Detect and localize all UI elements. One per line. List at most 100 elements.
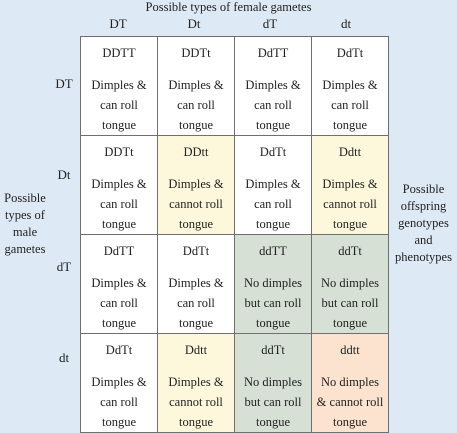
phenotype-line: can roll (100, 197, 138, 211)
punnett-cell: DdTt Dimples & can roll tongue (157, 234, 235, 334)
phenotype-line: No dimples (321, 276, 379, 290)
cell-phenotype: Dimples & can roll tongue (81, 273, 157, 333)
female-gamete-header-4: dt (340, 16, 352, 31)
cell-genotype: DdTT (103, 244, 135, 258)
male-gametes-label-line: male (12, 225, 38, 239)
offspring-label-line: and (414, 233, 433, 247)
punnett-row: DdTT Dimples & can roll tongue DdTt Dimp… (80, 234, 389, 334)
punnett-cell: DDTt Dimples & can roll tongue (80, 135, 158, 235)
punnett-cell: DDtt Dimples & cannot roll tongue (157, 135, 235, 235)
cell-phenotype: Dimples & can roll tongue (81, 75, 157, 135)
phenotype-line: Dimples & (91, 78, 147, 92)
cell-genotype: DDTt (181, 46, 211, 60)
phenotype-line: Dimples & (168, 177, 224, 191)
phenotype-line: can roll (254, 98, 292, 112)
phenotype-line: Dimples & (91, 375, 147, 389)
phenotype-line: tongue (332, 415, 368, 429)
punnett-cell: Ddtt Dimples & cannot roll tongue (311, 135, 389, 235)
phenotype-line: tongue (332, 316, 368, 330)
cell-phenotype: Dimples & can roll tongue (158, 75, 234, 135)
male-gamete-header-1: DT (55, 76, 73, 91)
phenotype-line: tongue (255, 217, 291, 231)
phenotype-line: Dimples & (245, 78, 301, 92)
phenotype-line: tongue (101, 316, 137, 330)
phenotype-line: Dimples & (168, 276, 224, 290)
phenotype-line: can roll (177, 98, 215, 112)
phenotype-line: cannot roll (323, 197, 377, 211)
phenotype-line: can roll (100, 98, 138, 112)
phenotype-line: tongue (178, 118, 214, 132)
phenotype-line: can roll (331, 98, 369, 112)
cell-phenotype: No dimples but can roll tongue (235, 273, 311, 333)
cell-genotype: DDTt (104, 145, 134, 159)
phenotype-line: tongue (101, 118, 137, 132)
punnett-cell: ddTt No dimples but can roll tongue (311, 234, 389, 334)
phenotype-line: but can roll (321, 296, 379, 310)
phenotype-line: can roll (100, 395, 138, 409)
cell-genotype: DdTt (336, 46, 364, 60)
male-gametes-label: Possible types of male gametes (0, 190, 50, 258)
cell-phenotype: Dimples & can roll tongue (158, 273, 234, 333)
punnett-cell: ddTT No dimples but can roll tongue (234, 234, 312, 334)
phenotype-line: cannot roll (169, 395, 223, 409)
cell-genotype: ddtt (340, 343, 360, 357)
phenotype-line: No dimples (244, 375, 302, 389)
phenotype-line: tongue (178, 316, 214, 330)
phenotype-line: tongue (255, 415, 291, 429)
phenotype-line: tongue (255, 316, 291, 330)
punnett-cell: DdTt Dimples & can roll tongue (311, 36, 389, 136)
phenotype-line: tongue (101, 415, 137, 429)
phenotype-line: tongue (101, 217, 137, 231)
punnett-cell: DdTt Dimples & can roll tongue (80, 333, 158, 433)
punnett-cell: DdTT Dimples & can roll tongue (80, 234, 158, 334)
cell-phenotype: Dimples & cannot roll tongue (158, 372, 234, 432)
phenotype-line: Dimples & (322, 78, 378, 92)
phenotype-line: can roll (177, 296, 215, 310)
cell-genotype: DdTt (259, 145, 287, 159)
female-gamete-header-2: Dt (187, 16, 201, 31)
cell-phenotype: Dimples & cannot roll tongue (312, 174, 388, 234)
male-gamete-header-3: dT (56, 259, 72, 274)
phenotype-line: Dimples & (168, 375, 224, 389)
offspring-label-line: phenotypes (395, 250, 452, 264)
cell-phenotype: No dimples & cannot roll tongue (312, 372, 388, 432)
offspring-label-line: Possible (402, 182, 445, 196)
phenotype-line: tongue (178, 415, 214, 429)
phenotype-line: Dimples & (91, 276, 147, 290)
cell-genotype: ddTt (338, 244, 362, 258)
cell-genotype: DDTT (102, 46, 136, 60)
cell-genotype: DDtt (183, 145, 209, 159)
punnett-cell: DDTT Dimples & can roll tongue (80, 36, 158, 136)
punnett-row: DDTt Dimples & can roll tongue DDtt Dimp… (80, 135, 389, 235)
male-gametes-label-line: gametes (4, 242, 46, 256)
cell-phenotype: Dimples & can roll tongue (235, 75, 311, 135)
offspring-label-line: genotypes (398, 216, 449, 230)
phenotype-line: can roll (100, 296, 138, 310)
female-gamete-header-3: dT (262, 16, 278, 31)
phenotype-line: tongue (178, 217, 214, 231)
offspring-label-line: offspring (400, 199, 447, 213)
punnett-cell: ddTt No dimples but can roll tongue (234, 333, 312, 433)
cell-genotype: DdTT (257, 46, 289, 60)
cell-phenotype: Dimples & can roll tongue (81, 174, 157, 234)
phenotype-line: tongue (255, 118, 291, 132)
cell-genotype: ddTT (259, 244, 287, 258)
male-gamete-header-4: dt (58, 350, 70, 365)
cell-genotype: DdTt (182, 244, 210, 258)
cell-phenotype: Dimples & can roll tongue (235, 174, 311, 234)
punnett-cell: ddtt No dimples & cannot roll tongue (311, 333, 389, 433)
male-gametes-label-line: Possible (4, 191, 46, 205)
punnett-cell: DdTt Dimples & can roll tongue (234, 135, 312, 235)
male-gametes-label-line: types of (5, 208, 45, 222)
phenotype-line: cannot roll (169, 197, 223, 211)
phenotype-line: but can roll (244, 296, 302, 310)
cell-phenotype: Dimples & can roll tongue (81, 372, 157, 432)
cell-genotype: DdTt (105, 343, 133, 357)
female-gametes-title: Possible types of female gametes (145, 0, 312, 14)
phenotype-line: Dimples & (91, 177, 147, 191)
cell-genotype: ddTt (261, 343, 285, 357)
cell-phenotype: Dimples & cannot roll tongue (158, 174, 234, 234)
phenotype-line: Dimples & (322, 177, 378, 191)
punnett-cell: DdTT Dimples & can roll tongue (234, 36, 312, 136)
cell-phenotype: No dimples but can roll tongue (312, 273, 388, 333)
